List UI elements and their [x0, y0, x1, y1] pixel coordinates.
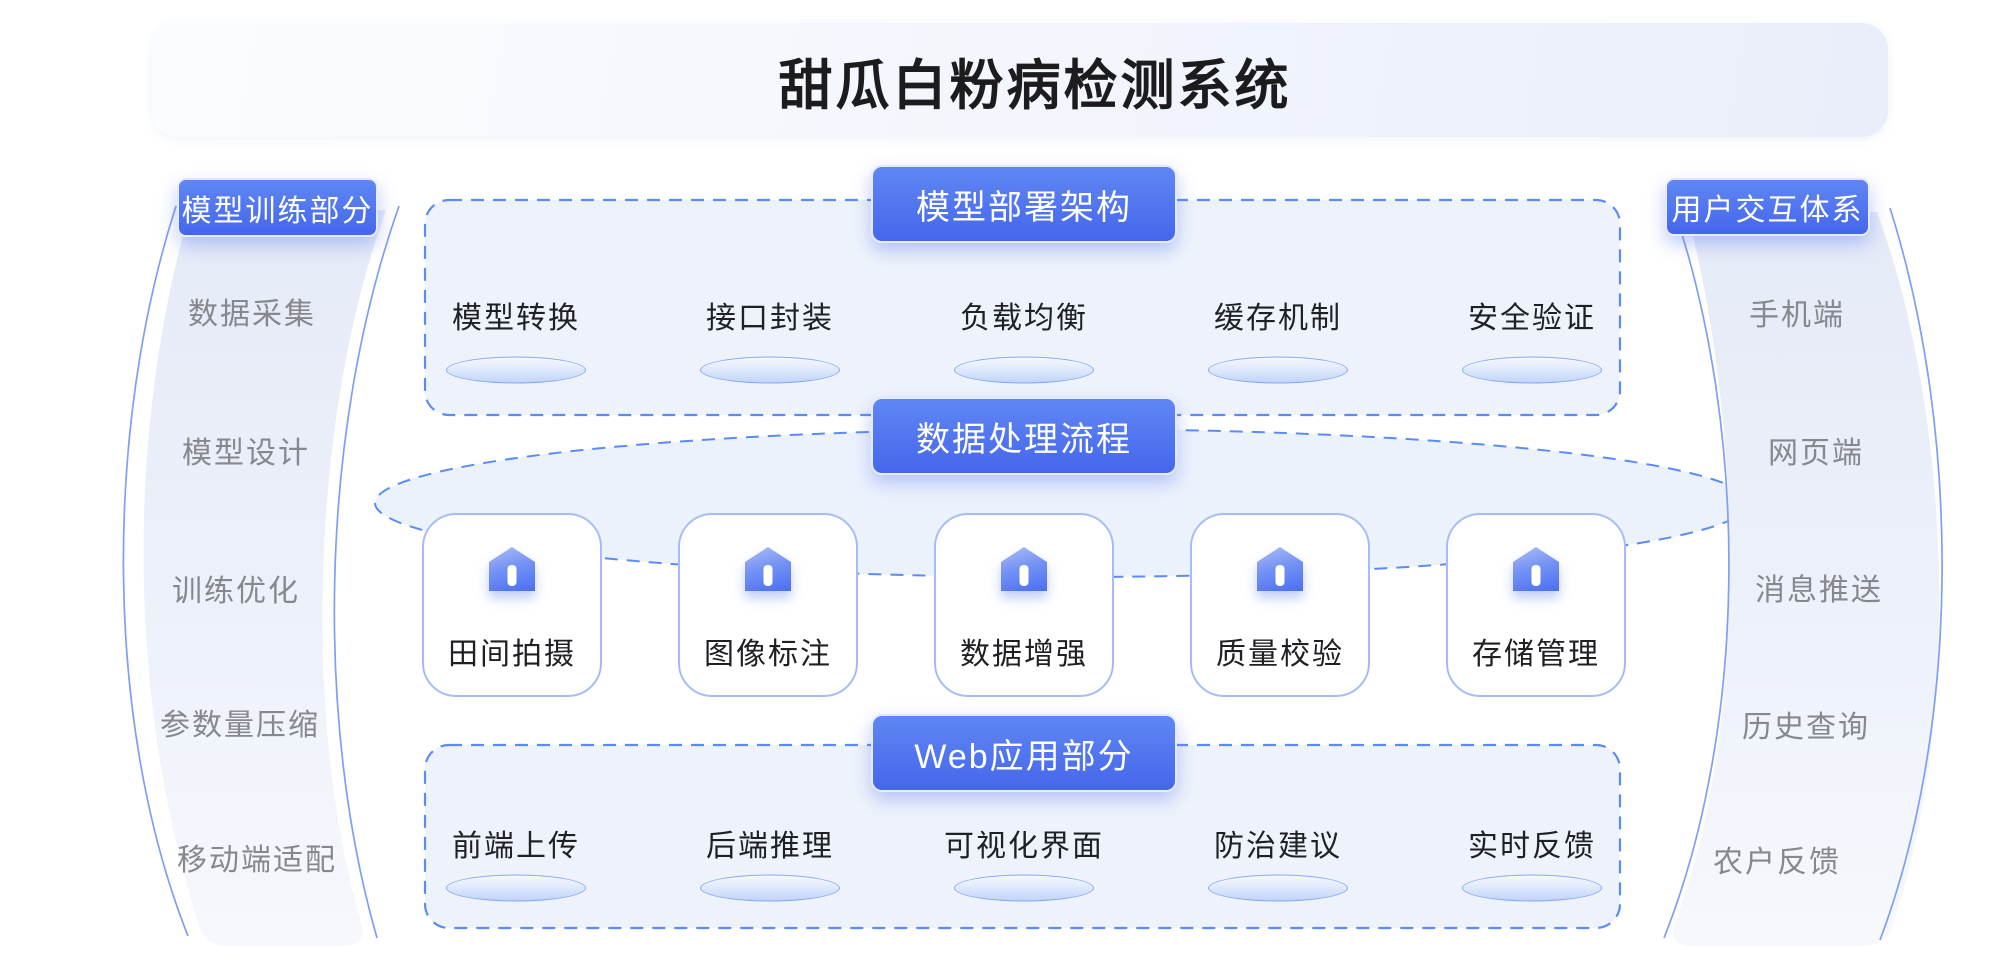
home-icon [1001, 547, 1047, 591]
left-panel-header-label: 模型训练部分 [181, 194, 374, 228]
home-icon [489, 547, 535, 591]
right-panel-item: 网页端 [1768, 437, 1864, 470]
pipeline-card: 数据增强 [934, 513, 1114, 697]
pipeline-card-label: 数据增强 [960, 638, 1088, 671]
deployment-header: 模型部署架构 [871, 165, 1177, 243]
deployment-item: 负载均衡 [960, 302, 1088, 335]
right-panel-item: 历史查询 [1742, 711, 1870, 744]
web-item: 可视化界面 [944, 830, 1104, 863]
pipeline-card-label: 图像标注 [704, 638, 832, 671]
pipeline-header: 数据处理流程 [871, 397, 1177, 475]
pipeline-card-label: 田间拍摄 [448, 638, 576, 671]
left-band-outer-line [122, 205, 189, 937]
pipeline-card: 质量校验 [1190, 513, 1370, 697]
platform-ellipse [700, 874, 840, 902]
platform-ellipse [700, 356, 840, 384]
platform-ellipse [954, 356, 1094, 384]
right-band-shape [1672, 212, 1940, 946]
pipeline-card: 存储管理 [1446, 513, 1626, 697]
left-panel-item: 模型设计 [182, 437, 310, 470]
home-icon [1257, 547, 1303, 591]
pipeline-card-label: 质量校验 [1216, 638, 1344, 671]
page-title: 甜瓜白粉病检测系统 [778, 55, 1292, 116]
left-band-inner-line [333, 205, 400, 939]
left-panel-header: 模型训练部分 [177, 178, 378, 237]
deployment-item: 模型转换 [452, 302, 580, 335]
platform-ellipse [446, 874, 586, 902]
deployment-item: 安全验证 [1468, 302, 1596, 335]
title-bar: 甜瓜白粉病检测系统 [152, 23, 1888, 137]
pipeline-header-label: 数据处理流程 [916, 420, 1132, 459]
pipeline-card: 图像标注 [678, 513, 858, 697]
platform-ellipse [446, 356, 586, 384]
deployment-item: 接口封装 [706, 302, 834, 335]
web-item: 后端推理 [706, 830, 834, 863]
left-panel-item: 数据采集 [188, 298, 316, 331]
left-band-shape [143, 210, 386, 946]
right-band-outer-line [1879, 207, 1943, 941]
platform-ellipse [1462, 356, 1602, 384]
left-panel-item: 参数量压缩 [160, 709, 320, 742]
web-item: 防治建议 [1214, 830, 1342, 863]
platform-ellipse [954, 874, 1094, 902]
web-header-label: Web应用部分 [914, 737, 1134, 776]
pipeline-card: 田间拍摄 [422, 513, 602, 697]
home-icon [1513, 547, 1559, 591]
web-item: 前端上传 [452, 830, 580, 863]
left-panel-item: 移动端适配 [177, 844, 337, 877]
web-item: 实时反馈 [1468, 830, 1596, 863]
home-icon [745, 547, 791, 591]
deployment-item: 缓存机制 [1214, 302, 1342, 335]
web-header: Web应用部分 [871, 714, 1177, 792]
right-panel-item: 农户反馈 [1713, 846, 1841, 879]
right-panel-header-label: 用户交互体系 [1671, 194, 1864, 227]
right-panel-item: 消息推送 [1755, 574, 1883, 607]
right-panel-header: 用户交互体系 [1665, 178, 1870, 236]
right-panel-item: 手机端 [1749, 299, 1845, 332]
pipeline-card-label: 存储管理 [1472, 638, 1600, 671]
platform-ellipse [1208, 356, 1348, 384]
left-panel-item: 训练优化 [172, 575, 300, 608]
platform-ellipse [1462, 874, 1602, 902]
right-band-inner-line [1663, 205, 1730, 939]
platform-ellipse [1208, 874, 1348, 902]
deployment-header-label: 模型部署架构 [916, 188, 1132, 227]
